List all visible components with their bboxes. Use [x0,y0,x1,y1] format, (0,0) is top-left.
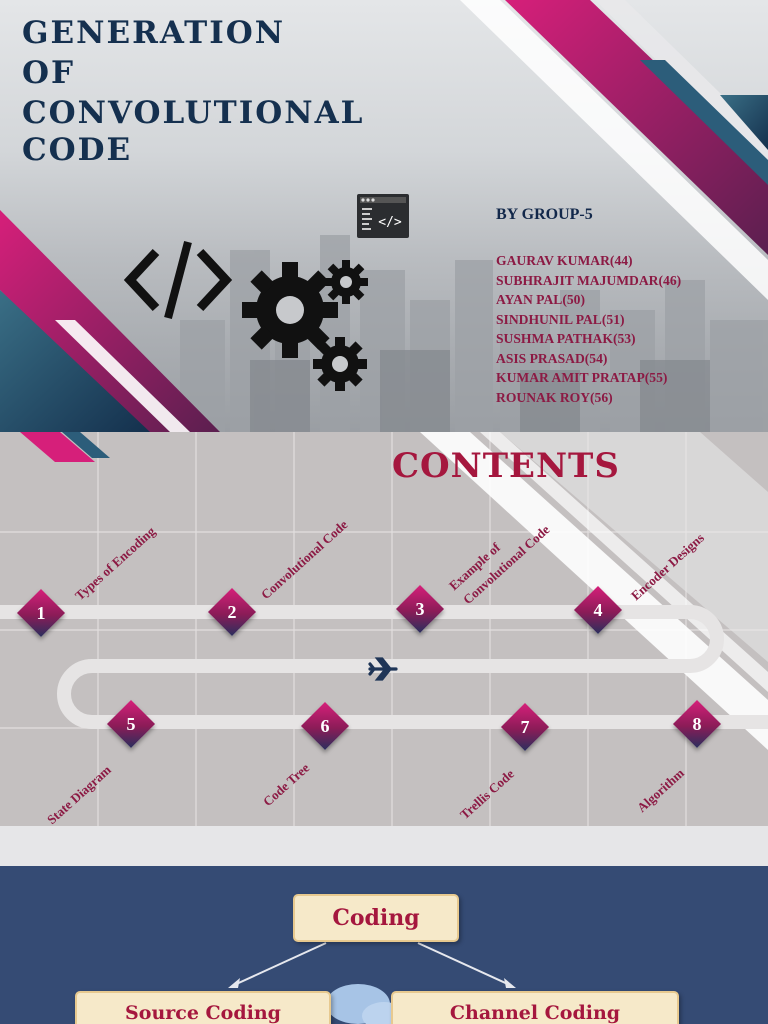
member-item: AYAN PAL(50) [496,292,585,307]
contents-step-5[interactable]: 5 [106,699,156,749]
member-item: ROUNAK ROY(56) [496,389,613,405]
step-number: 3 [415,599,425,619]
step-number: 5 [126,714,136,734]
airplane-icon [368,657,398,681]
code-brackets-icon [123,240,233,320]
coding-slide: Coding Source Coding Channel Coding [0,866,768,1024]
coding-root-box: Coding [293,894,459,942]
contents-background [0,432,768,866]
step-number: 8 [692,714,702,734]
contents-step-3[interactable]: 3 [395,584,445,634]
title-line: GENERATION [22,15,286,51]
member-item: SUBHRAJIT MAJUMDAR(46) [496,272,682,288]
title-line: CONVOLUTIONAL [22,95,365,131]
contents-step-6[interactable]: 6 [300,701,350,751]
step-number: 6 [320,716,330,736]
title-slide: GENERATION OF CONVOLUTIONAL CODE </> [0,0,768,432]
contents-step-8[interactable]: 8 [672,699,722,749]
member-item: KUMAR AMIT PRATAP(55) [496,370,668,385]
title-line: CODE [22,132,133,168]
contents-step-7[interactable]: 7 [500,702,550,752]
svg-text:</>: </> [378,215,402,230]
step-number: 2 [227,602,237,622]
step-number: 7 [520,717,530,737]
contents-step-1[interactable]: 1 [16,588,66,638]
gears-icon [242,260,368,391]
contents-step-4[interactable]: 4 [573,585,623,635]
group-label: BY GROUP-5 [496,206,593,223]
member-item: ASIS PRASAD(54) [496,350,608,366]
contents-step-2[interactable]: 2 [207,587,257,637]
channel-coding-box: Channel Coding [391,991,679,1024]
title-line: OF [22,55,76,91]
member-item: SUSHMA PATHAK(53) [496,331,636,346]
step-number: 1 [36,603,46,623]
member-item: SINDHUNIL PAL(51) [496,311,625,327]
contents-slide: CONTENTS 1 Types of Encoding 2 Convoluti… [0,432,768,866]
member-list: GAURAV KUMAR(44) SUBHRAJIT MAJUMDAR(46) … [496,251,681,407]
code-window-icon: </> [357,194,409,238]
member-item: GAURAV KUMAR(44) [496,253,633,268]
contents-title: CONTENTS [392,446,620,486]
source-coding-box: Source Coding [75,991,331,1024]
step-number: 4 [593,600,603,620]
